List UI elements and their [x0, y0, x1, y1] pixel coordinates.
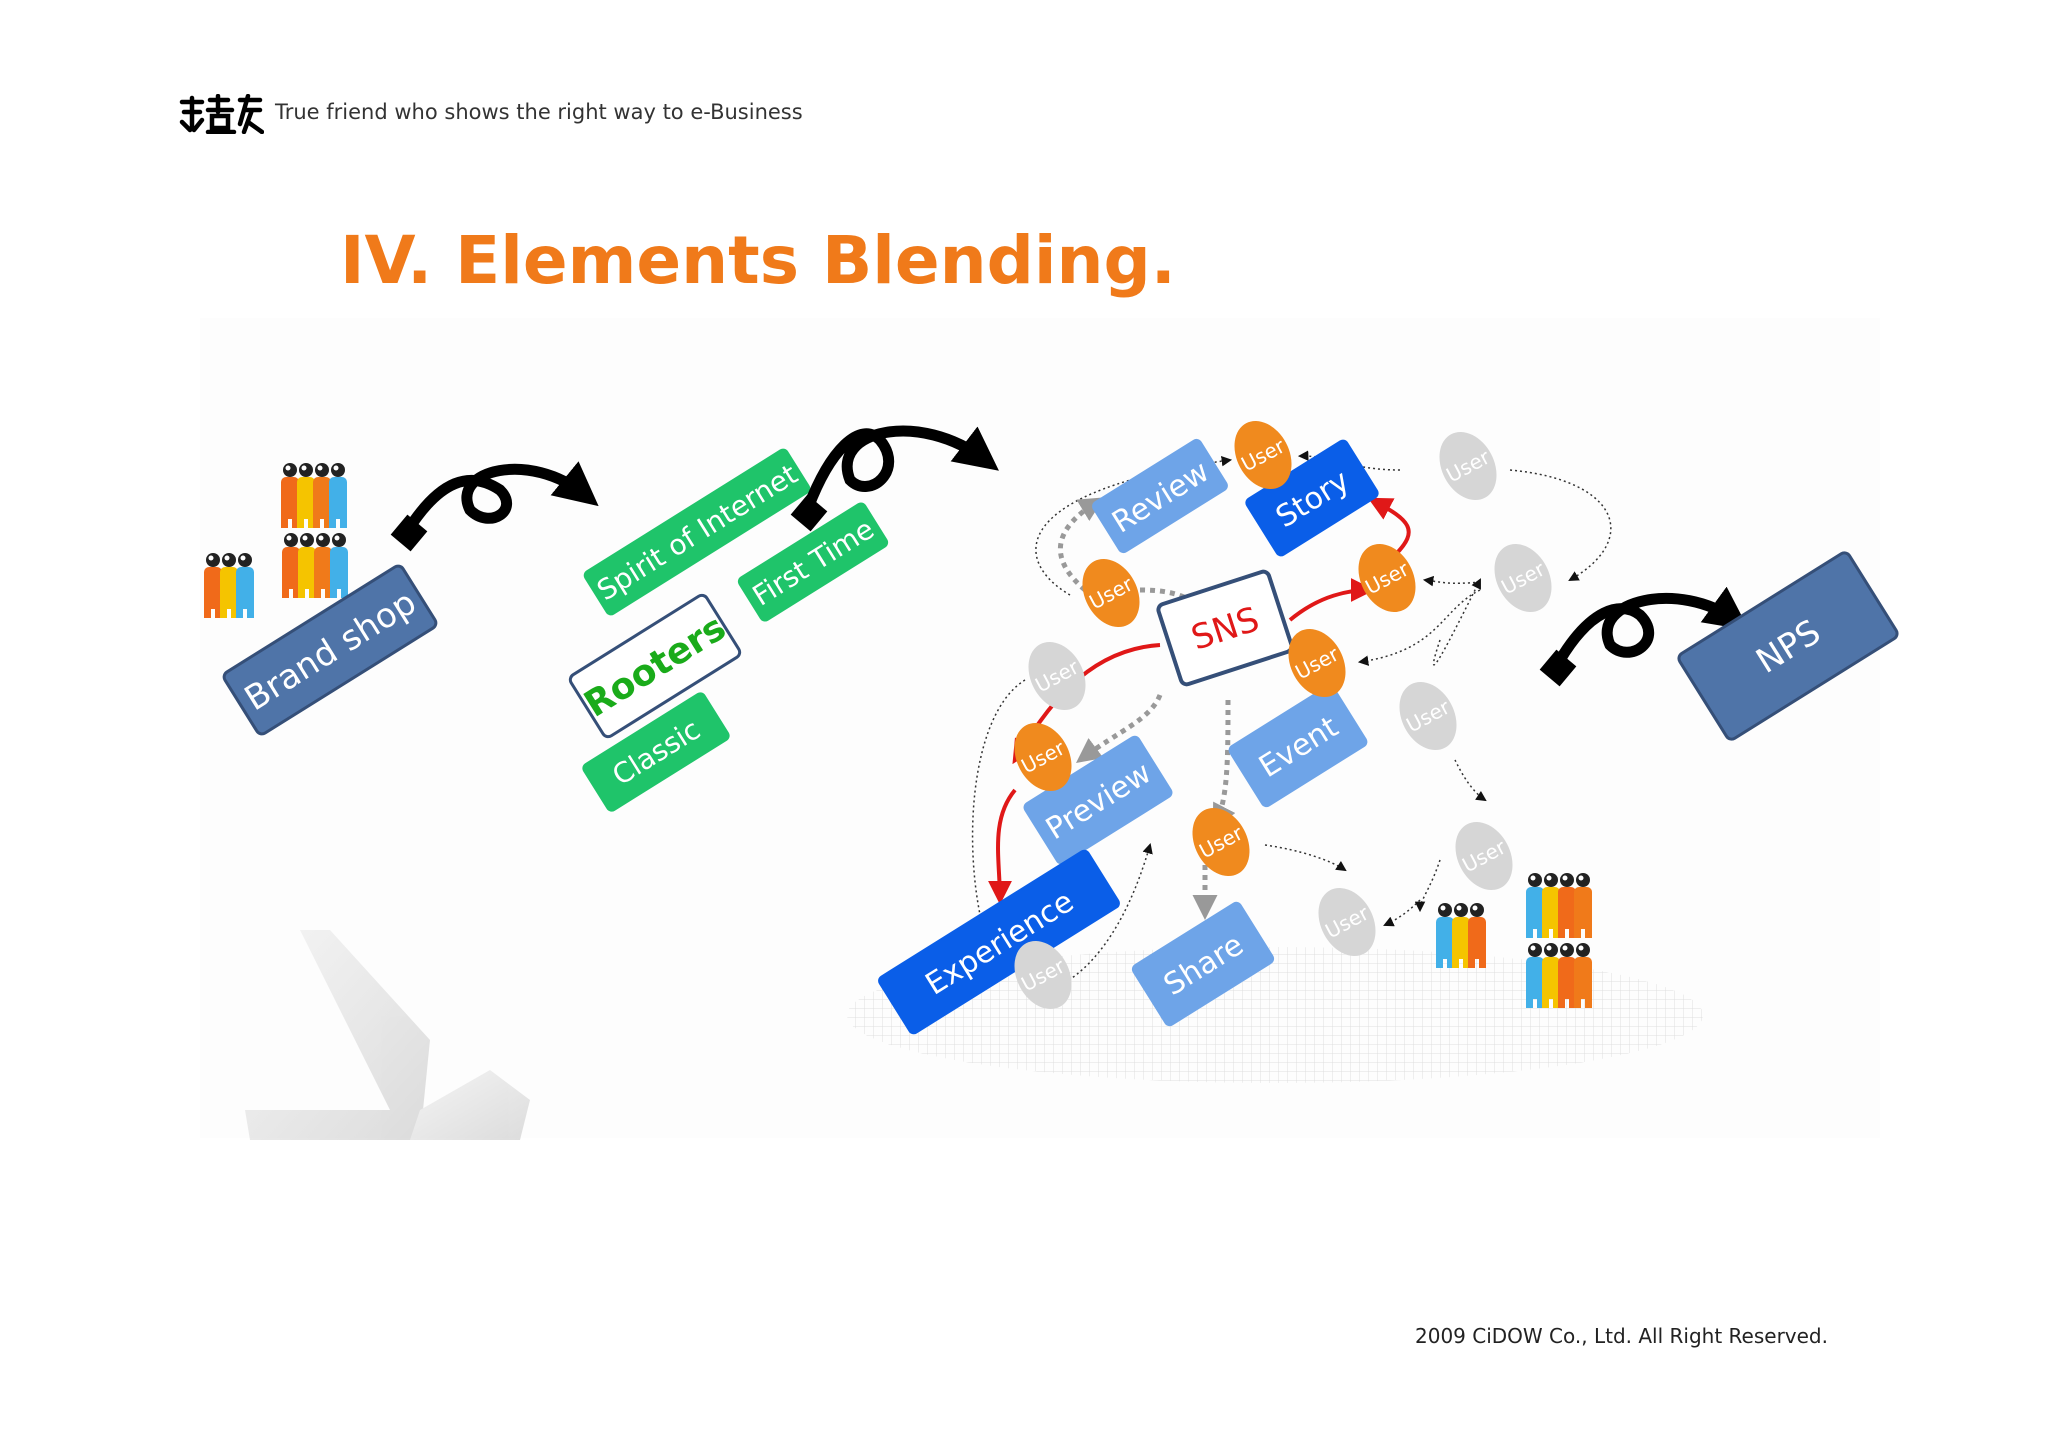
user-bubble-grey: User: [1455, 821, 1513, 891]
user-bubble-orange: User: [1358, 543, 1416, 613]
curly-arrow-2: [802, 425, 999, 514]
tagline: True friend who shows the right way to e…: [275, 100, 803, 124]
user-bubble-orange: User: [1234, 420, 1292, 490]
page-title: IV. Elements Blending.: [340, 222, 1176, 299]
user-bubble-orange: User: [1082, 558, 1140, 628]
grey-dashed-connectors: [1058, 497, 1236, 920]
user-bubble-orange: User: [1288, 628, 1346, 698]
user-bubble-orange: User: [1014, 722, 1072, 792]
user-bubble-grey: User: [1028, 641, 1086, 711]
calligraphy-logo-icon: [179, 94, 264, 134]
copyright-footer: 2009 CiDOW Co., Ltd. All Right Reserved.: [1415, 1324, 1828, 1348]
user-bubble-grey: User: [1014, 940, 1072, 1010]
curly-arrow-3: [1554, 586, 1750, 666]
nps-box: NPS: [1677, 551, 1899, 741]
user-bubble-grey: User: [1399, 681, 1457, 751]
decorative-faded-shapes: [245, 930, 530, 1140]
user-bubble-grey: User: [1494, 543, 1552, 613]
curly-arrow-1: [402, 461, 599, 536]
user-bubble-grey: User: [1439, 431, 1497, 501]
sns-hub: SNS: [1156, 569, 1294, 687]
node-event: Event: [1228, 684, 1368, 808]
user-bubble-orange: User: [1192, 807, 1250, 877]
user-bubble-grey: User: [1318, 887, 1376, 957]
